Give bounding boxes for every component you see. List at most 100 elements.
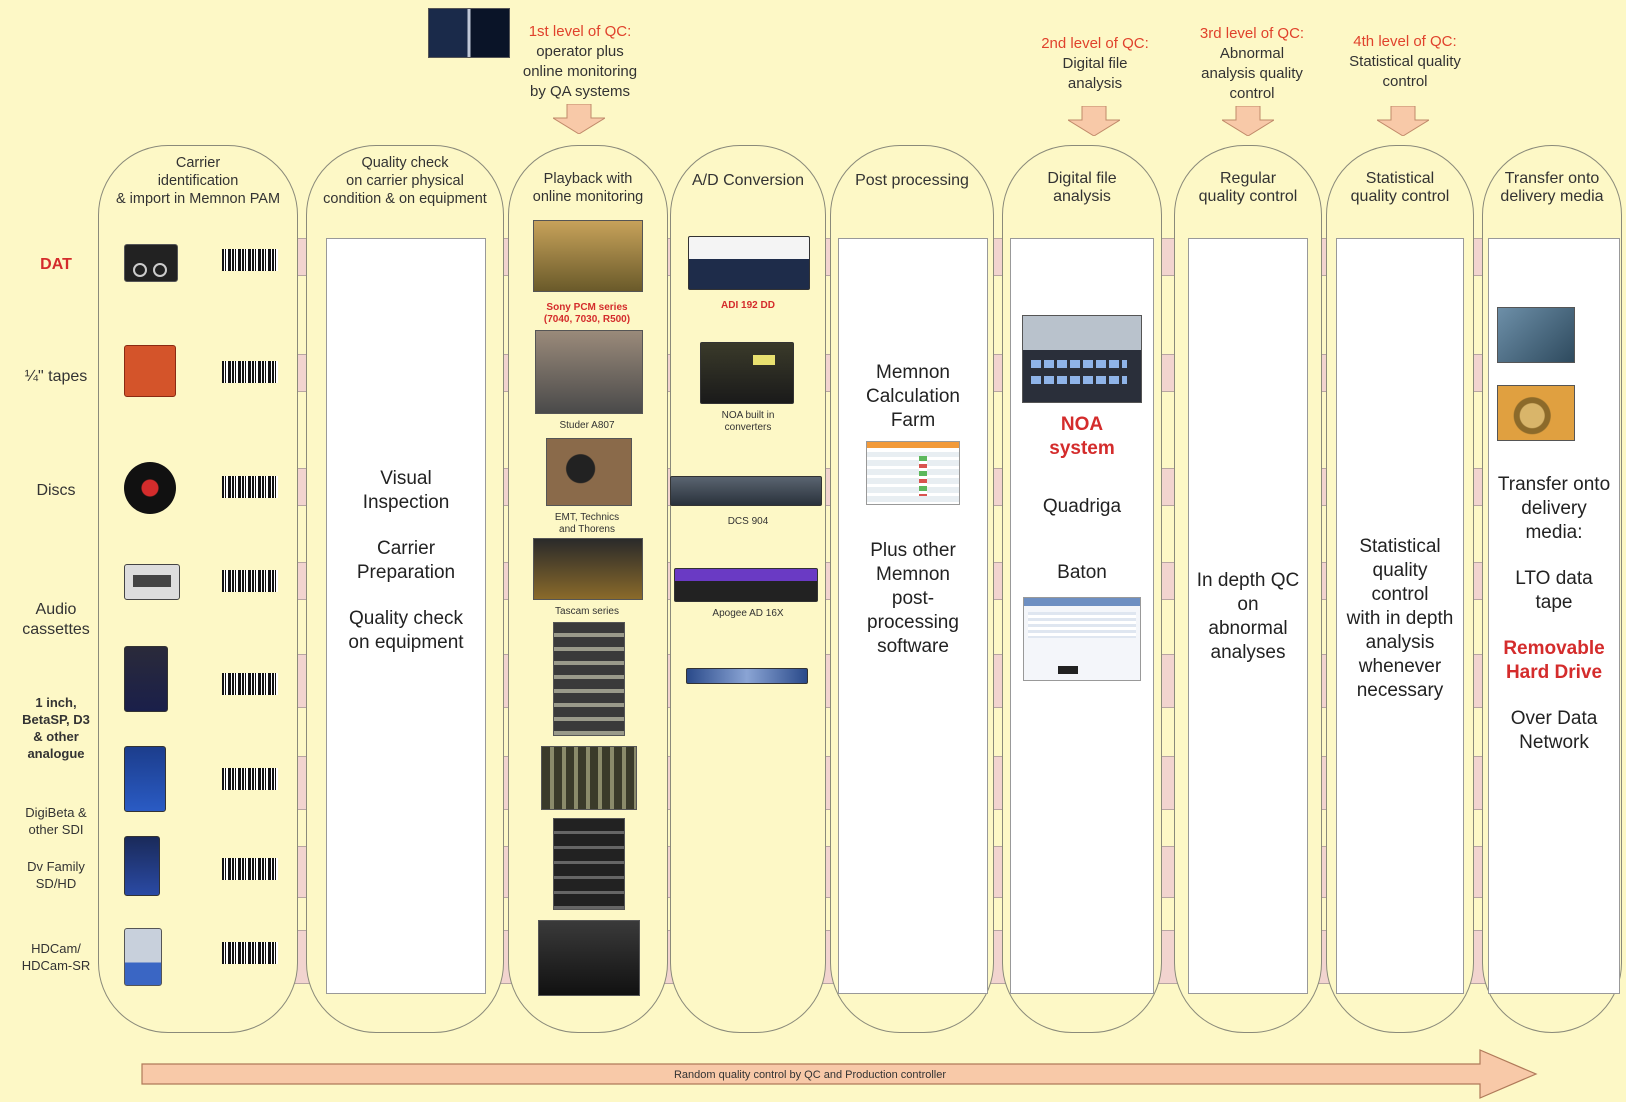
panel-line: on equipment [348, 632, 464, 653]
audio-cassette-image [124, 564, 180, 600]
panel-line: Inspection [362, 492, 450, 513]
panel-line: Visual [380, 468, 432, 489]
digital-file-analysis-panel: NOA system Quadriga Baton [1010, 238, 1154, 994]
column-title-line: quality control [1350, 188, 1450, 205]
panel-line: delivery [1521, 498, 1587, 519]
qc-level-4-label: 4th level of QC: Statistical quality con… [1330, 32, 1480, 92]
noa-converter-device-image [700, 342, 794, 404]
qc-level-text: Digital file [1062, 55, 1128, 72]
row-label-dv: Dv Family SD/HD [27, 859, 85, 891]
sony-pcm-deck-photo [533, 220, 643, 292]
adi-caption: ADI 192 DD [721, 300, 775, 311]
qc-level-text: by QA systems [529, 83, 631, 100]
qc-level-1-label: 1st level of QC: operator plus online mo… [500, 22, 660, 102]
baton-screenshot [1023, 597, 1141, 681]
calculation-farm-screenshot [866, 441, 960, 505]
panel-line: on [1237, 594, 1259, 615]
column-title-line: & import in Memnon PAM [115, 191, 281, 207]
barcode-icon [222, 858, 278, 880]
barcode-icon [222, 476, 278, 498]
barcode-icon [222, 673, 278, 695]
qc-level-3-label: 3rd level of QC: Abnormal analysis quali… [1172, 24, 1332, 104]
adi-192-dd-device-image [688, 236, 810, 290]
column-title-line: Statistical [1365, 170, 1435, 187]
panel-line: abnormal [1208, 618, 1288, 639]
row-label-dat: DAT [40, 256, 72, 273]
digibeta-tape-image [124, 746, 166, 812]
noa-caption: NOA built in converters [721, 410, 775, 433]
column-title-line: on carrier physical [346, 173, 464, 189]
panel-line: In depth QC [1196, 570, 1300, 591]
qc-level-title: 3rd level of QC: [1199, 25, 1305, 42]
panel-line: Over Data [1510, 708, 1598, 729]
panel-line: Quality check [348, 608, 464, 629]
column-title-line: A/D Conversion [691, 172, 805, 189]
panel-line: with in depth [1346, 608, 1454, 629]
qc-level-title: 2nd level of QC: [1041, 35, 1149, 52]
panel-line: Hard Drive [1505, 662, 1603, 683]
barcode-icon [222, 570, 278, 592]
column-title-line: Quality check [361, 155, 449, 171]
vinyl-disc-image [124, 462, 176, 514]
panel-line: Carrier [376, 538, 436, 559]
row-label-1inch: 1 inch, BetaSP, D3 & other analogue [22, 695, 90, 761]
hdcam-tape-image [124, 928, 162, 986]
monitoring-screens-photo [428, 8, 510, 58]
transfer-panel: Transfer onto delivery media: LTO data t… [1488, 238, 1620, 994]
quadriga-label: Quadriga [1042, 496, 1122, 517]
baton-label: Baton [1057, 562, 1107, 583]
dat-cassette-image [124, 244, 178, 282]
row-label-digibeta: DigiBeta & other SDI [25, 805, 87, 837]
qc-level-2-label: 2nd level of QC: Digital file analysis [1020, 34, 1170, 94]
panel-line: analyses [1210, 642, 1286, 663]
panel-line: Calculation [866, 386, 960, 407]
row-label-discs: Discs [36, 482, 76, 499]
statistical-qc-panel: Statistical quality control with in dept… [1336, 238, 1464, 994]
video-tape-1inch-image [124, 646, 168, 712]
qc-level-text: control [1382, 73, 1428, 90]
post-processing-panel: Memnon Calculation Farm Plus other Memno… [838, 238, 988, 994]
row-label-hdcam: HDCam/ HDCam-SR [21, 941, 91, 973]
column-title-line: online monitoring [532, 189, 644, 205]
qc-level-title: 4th level of QC: [1353, 33, 1457, 50]
panel-line: processing [867, 612, 959, 633]
qc-level-text: analysis quality [1201, 65, 1303, 82]
panel-line: Network [1519, 732, 1589, 753]
video-rack-photo-2 [541, 746, 637, 810]
column-title-line: Digital file [1047, 170, 1117, 187]
column-title-line: identification [157, 173, 239, 189]
panel-line: tape [1535, 592, 1573, 613]
quarter-inch-tape-box-image [124, 345, 176, 397]
sony-pcm-caption: Sony PCM series (7040, 7030, R500) [543, 302, 631, 325]
panel-line: Plus other [870, 540, 956, 561]
tascam-caption: Tascam series [555, 606, 619, 617]
panel-line: whenever [1358, 656, 1442, 677]
column-title-line: Post processing [855, 172, 969, 189]
emt-caption: EMT, Technics and Thorens [554, 512, 620, 535]
panel-line: Farm [890, 410, 936, 431]
panel-line: post- [891, 588, 935, 609]
qc-level-text: control [1229, 85, 1275, 102]
column-title-line: Transfer onto [1504, 170, 1600, 187]
random-qc-arrow [141, 1049, 1538, 1099]
panel-line: Memnon [876, 564, 950, 585]
dcs-caption: DCS 904 [727, 516, 769, 527]
panel-line: media: [1525, 522, 1583, 543]
noa-system-label: system [1049, 438, 1115, 459]
column-title-line: delivery media [1500, 188, 1604, 205]
dcs-904-device-image [670, 476, 822, 506]
qc-level-text: Statistical quality [1349, 53, 1461, 70]
panel-line: quality [1372, 560, 1428, 581]
qc-level-text: operator plus [536, 43, 624, 60]
barcode-icon [222, 942, 278, 964]
lto-tape-drive-image [1497, 307, 1575, 363]
panel-line: Removable [1503, 638, 1605, 659]
panel-line: Statistical [1359, 536, 1441, 557]
column-title-line: Carrier [175, 155, 221, 171]
studer-caption: Studer A807 [559, 420, 615, 431]
down-arrow-icon [553, 104, 605, 134]
panel-line: Memnon [876, 362, 950, 383]
regular-qc-panel: In depth QC on abnormal analyses [1188, 238, 1308, 994]
barcode-icon [222, 249, 278, 271]
noa-system-device-image [1022, 315, 1142, 403]
